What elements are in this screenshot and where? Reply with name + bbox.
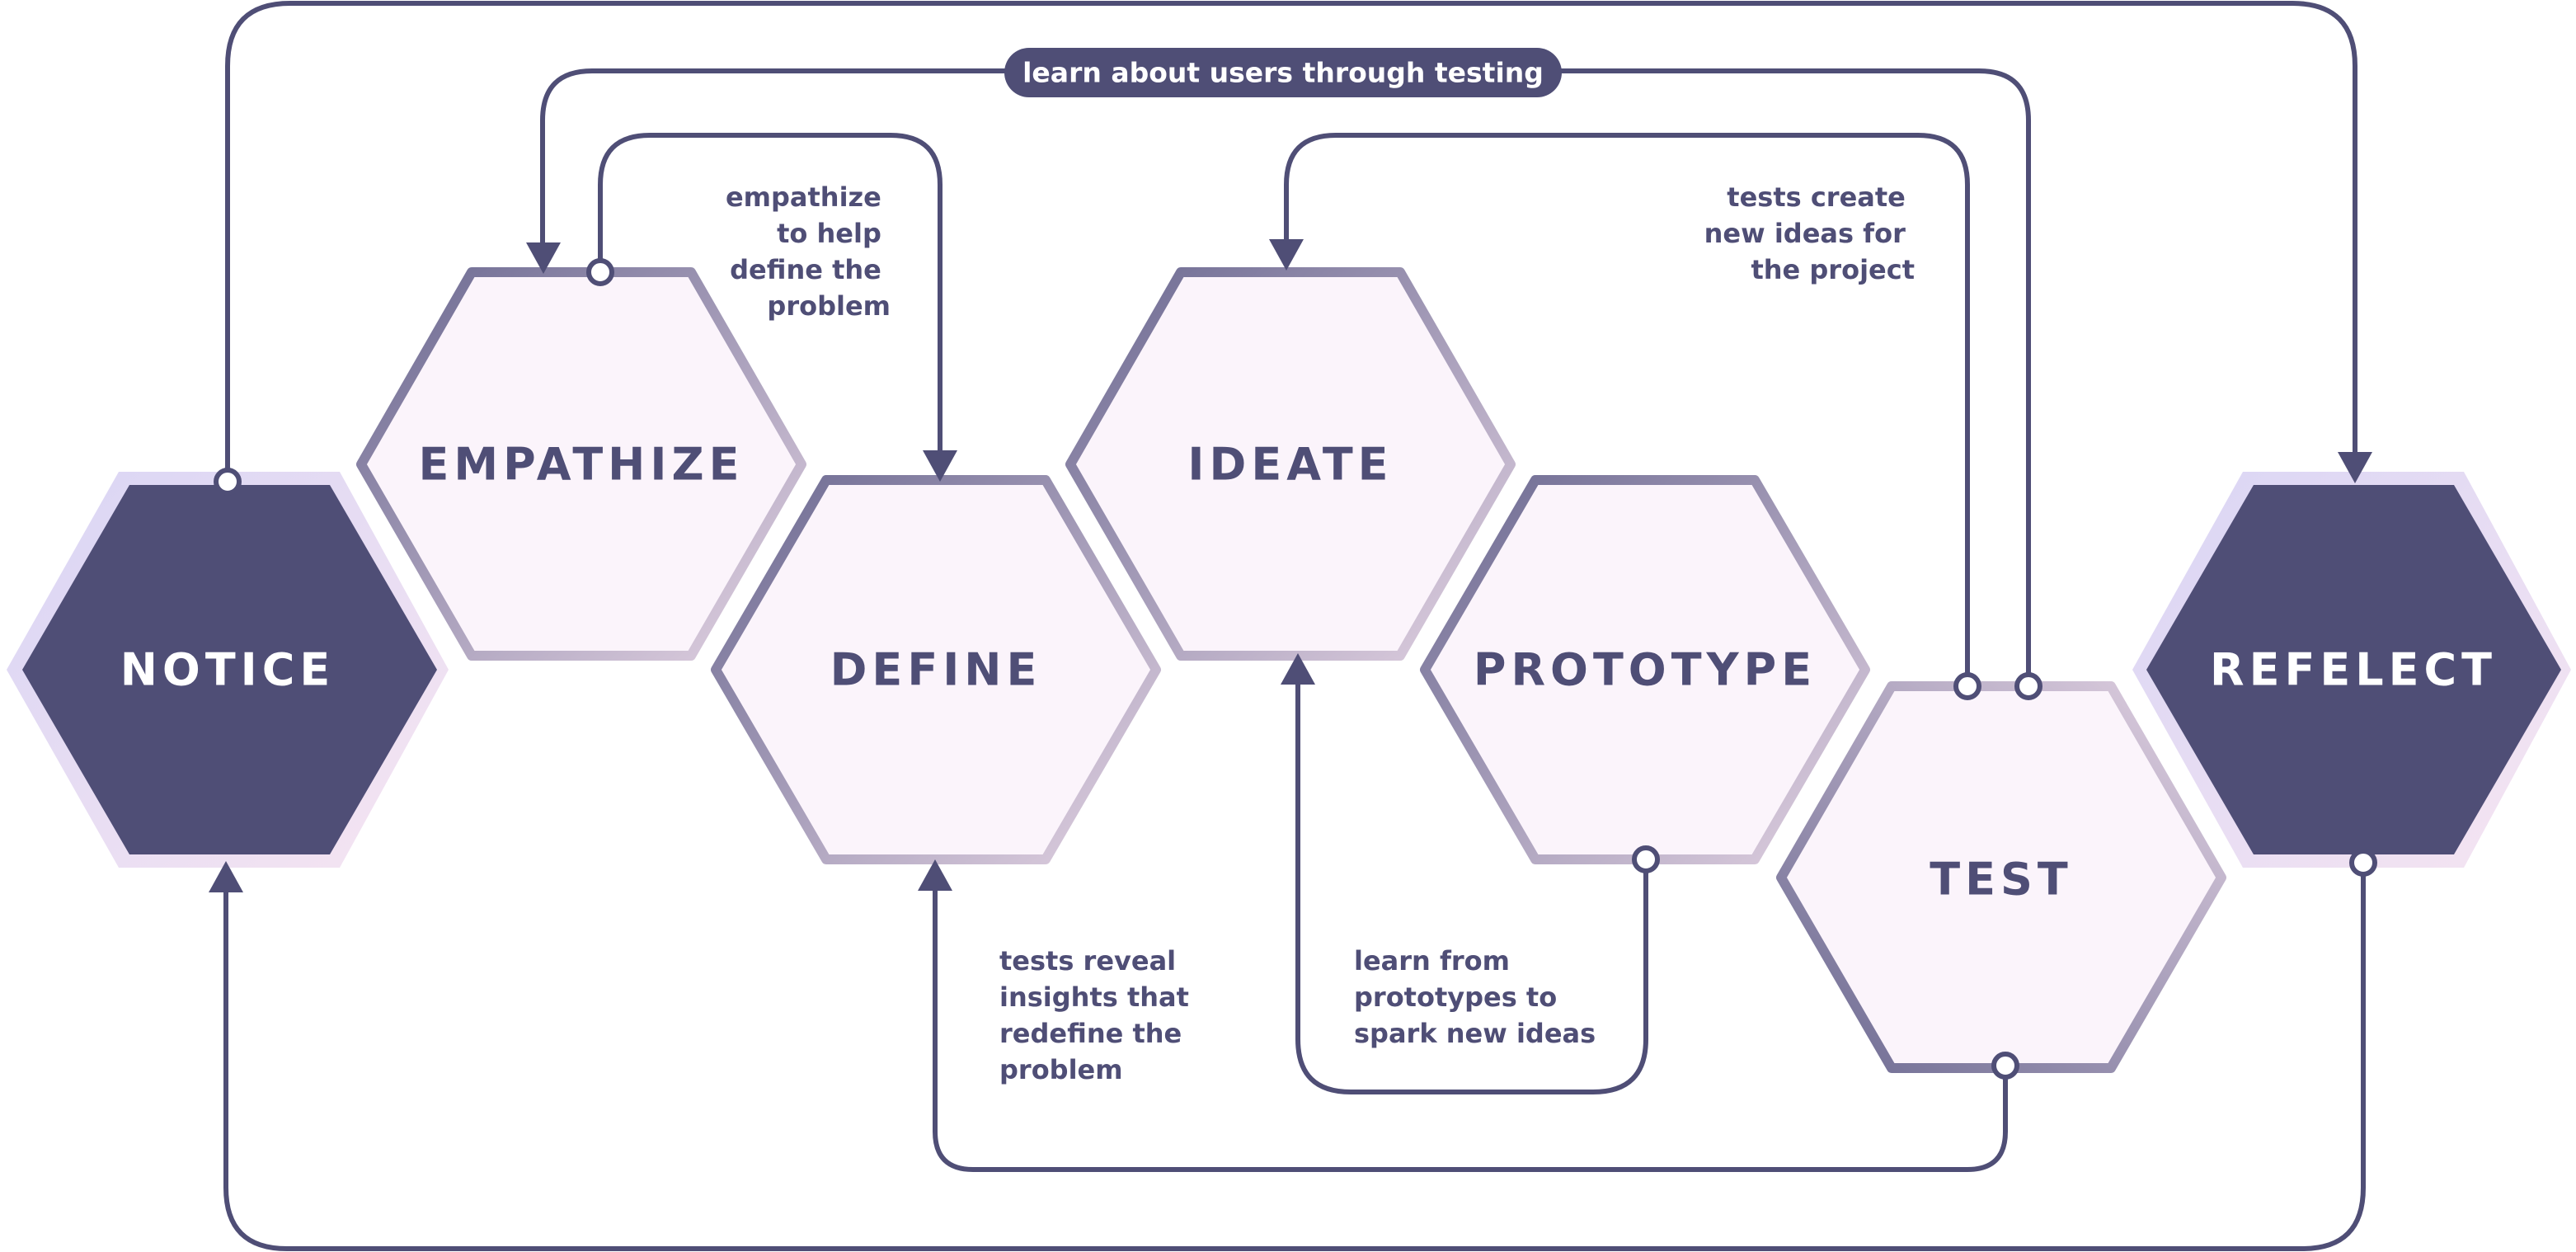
note-prototype-ideate-line: spark new ideas (1354, 1018, 1596, 1049)
arrowhead-into-reflect (2338, 452, 2372, 483)
arrowheads (209, 239, 2372, 892)
node-test-top-right (2014, 672, 2042, 700)
define-hexagon (711, 475, 1161, 864)
note-empathize-define: empathize to help define the problem (726, 181, 891, 322)
stage-notice: NOTICE (7, 472, 449, 868)
connector-prototype-to-ideate (1295, 677, 1648, 1094)
stage-define: DEFINE (711, 475, 1161, 864)
connector-empathize-to-define (598, 133, 942, 468)
note-test-ideate-line: tests create (1727, 181, 1906, 213)
reflect-label: REFELECT (2210, 644, 2497, 696)
stage-reflect: REFELECT (2132, 472, 2571, 868)
note-test-define-line: tests reveal (999, 945, 1176, 977)
arrowhead-into-notice (209, 861, 243, 892)
node-notice-top (214, 468, 242, 496)
note-test-define-line: problem (999, 1054, 1123, 1085)
stage-empathize: EMPATHIZE (356, 267, 806, 661)
stage-ideate: IDEATE (1065, 267, 1516, 661)
title-pill-text: learn about users through testing (1022, 57, 1544, 89)
empathize-hexagon (356, 267, 806, 661)
arrowhead-into-define-bottom (918, 859, 952, 891)
prototype-hexagon (1420, 475, 1870, 864)
title-pill: learn about users through testing (1004, 48, 1562, 97)
connector-test-to-ideate (1284, 133, 1970, 689)
empathize-label: EMPATHIZE (418, 439, 744, 491)
notice-label: NOTICE (120, 644, 336, 696)
test-hexagon (1776, 681, 2226, 1073)
connector-reflect-to-notice (223, 860, 2366, 1251)
define-label: DEFINE (830, 644, 1042, 696)
note-test-ideate: tests create new ideas for the project (1704, 181, 1915, 285)
prototype-label: PROTOTYPE (1474, 644, 1817, 696)
arrowhead-into-ideate (1269, 239, 1304, 271)
note-prototype-ideate-line: learn from (1354, 945, 1510, 977)
note-empathize-define-line: empathize (726, 181, 881, 213)
reflect-hexagon (2146, 485, 2561, 854)
node-reflect-bottom (2349, 849, 2377, 877)
connector-nodes (214, 258, 2377, 1080)
arrowhead-into-empathize (526, 242, 561, 274)
connector-notice-to-reflect (225, 1, 2357, 484)
test-label: TEST (1930, 854, 2072, 906)
note-test-define-line: redefine the (999, 1018, 1182, 1049)
note-empathize-define-line: define the (730, 254, 881, 285)
connector-test-to-define (933, 883, 2008, 1172)
node-prototype-bottom (1632, 845, 1660, 873)
stage-test: TEST (1776, 681, 2226, 1073)
notice-hexagon (22, 485, 437, 854)
node-test-bottom (1991, 1052, 2019, 1080)
note-test-ideate-line: new ideas for (1704, 218, 1906, 249)
arrowhead-into-ideate-bottom (1281, 653, 1315, 685)
note-prototype-ideate-line: prototypes to (1354, 981, 1557, 1013)
note-empathize-define-line: to help (777, 218, 881, 249)
note-empathize-define-line: problem (767, 290, 891, 322)
note-test-ideate-line: the project (1751, 254, 1915, 285)
arrowhead-into-define (923, 450, 957, 482)
stage-prototype: PROTOTYPE (1420, 475, 1870, 864)
node-test-top-left (1953, 672, 1981, 700)
note-test-define-line: insights that (999, 981, 1189, 1013)
note-prototype-ideate: learn from prototypes to spark new ideas (1354, 945, 1596, 1049)
node-empathize-top (586, 258, 614, 286)
title-pill-background (1004, 48, 1562, 97)
ideate-label: IDEATE (1187, 439, 1393, 491)
ideate-hexagon (1065, 267, 1516, 661)
note-test-define: tests reveal insights that redefine the … (999, 945, 1198, 1085)
